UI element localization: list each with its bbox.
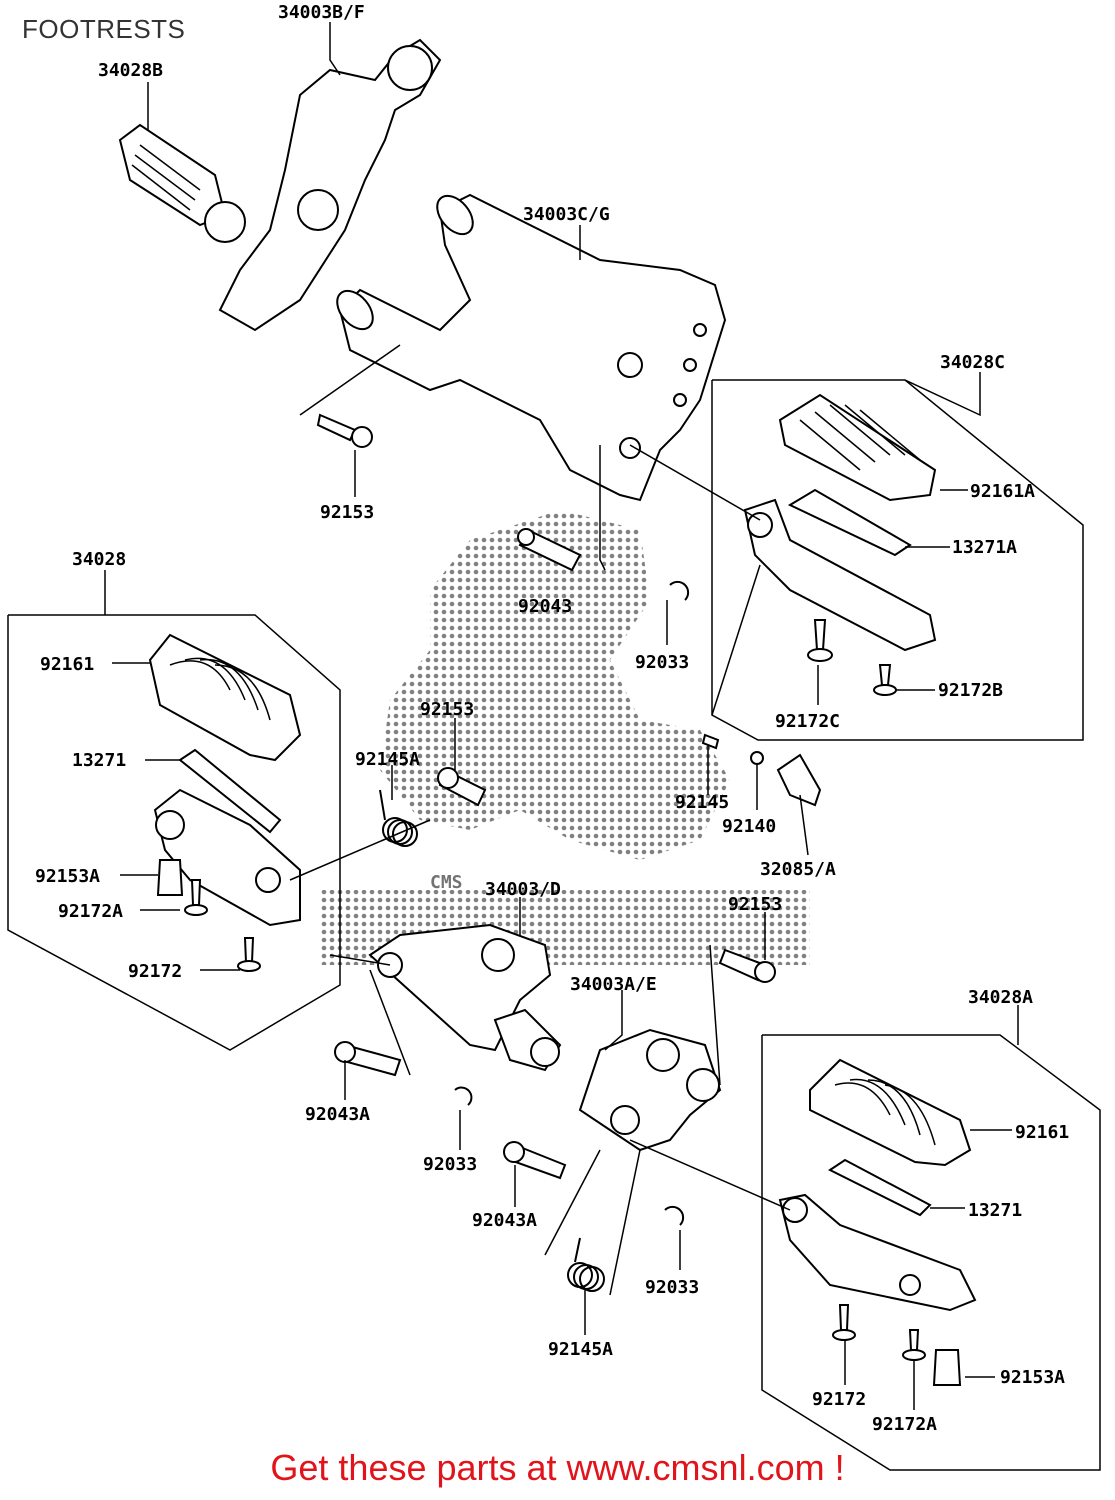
label-92172A-right: 92172A <box>872 1414 937 1435</box>
label-34003AE: 34003A/E <box>570 974 657 995</box>
label-34028C: 34028C <box>940 352 1005 373</box>
label-92145A-top: 92145A <box>355 749 420 770</box>
label-92140: 92140 <box>722 816 776 837</box>
bracket-34003CG <box>336 193 727 502</box>
label-92161-right: 92161 <box>1015 1122 1069 1143</box>
footrest-34028C <box>743 393 937 696</box>
label-34003D: 34003/D <box>485 879 561 900</box>
footrest-34028A <box>778 1058 977 1386</box>
bracket-34003AE <box>578 1028 722 1152</box>
label-92043A-left: 92043A <box>305 1104 370 1125</box>
label-92172-left: 92172 <box>128 961 182 982</box>
bracket-34003BF <box>118 38 442 332</box>
label-34028: 34028 <box>72 549 126 570</box>
label-92033-bottom: 92033 <box>645 1277 699 1298</box>
label-92145A-bottom: 92145A <box>548 1339 613 1360</box>
label-34003CG: 34003C/G <box>523 204 610 225</box>
label-92153-right: 92153 <box>728 894 782 915</box>
label-92153A-left: 92153A <box>35 866 100 887</box>
promo-link[interactable]: Get these parts at www.cmsnl.com ! <box>270 1447 845 1488</box>
label-92172A-left: 92172A <box>58 901 123 922</box>
label-92153-mid: 92153 <box>420 699 474 720</box>
leader-lines <box>104 22 1019 1410</box>
label-34028A: 34028A <box>968 987 1033 1008</box>
label-92153-top: 92153 <box>320 502 374 523</box>
promo-banner: Get these parts at www.cmsnl.com ! <box>0 1447 1115 1489</box>
label-34003BF: 34003B/F <box>278 2 365 23</box>
label-13271-right: 13271 <box>968 1200 1022 1221</box>
label-92033-mid: 92033 <box>423 1154 477 1175</box>
label-92153A-right: 92153A <box>1000 1367 1065 1388</box>
label-34028B: 34028B <box>98 60 163 81</box>
label-13271-left: 13271 <box>72 750 126 771</box>
label-92145: 92145 <box>675 792 729 813</box>
label-92172B: 92172B <box>938 680 1003 701</box>
watermark-text: CMS <box>430 872 463 893</box>
part-labels: 34003B/F 34028B 34003C/G 34028C 92153 92… <box>35 2 1069 1435</box>
label-92043-top: 92043 <box>518 596 572 617</box>
label-32085A: 32085/A <box>760 859 836 880</box>
label-92033-top: 92033 <box>635 652 689 673</box>
page-title: FOOTRESTS <box>22 14 186 44</box>
label-92172-right: 92172 <box>812 1389 866 1410</box>
group-box-34028A <box>761 1034 1101 1471</box>
label-92161A: 92161A <box>970 481 1035 502</box>
footrest-34028 <box>148 633 302 972</box>
group-box-34028 <box>7 614 341 1051</box>
bracket-34003D <box>368 923 562 1072</box>
label-13271A: 13271A <box>952 537 1017 558</box>
label-92172C: 92172C <box>775 711 840 732</box>
small-hardware <box>316 413 822 1292</box>
label-92043A-right: 92043A <box>472 1210 537 1231</box>
label-92161-left: 92161 <box>40 654 94 675</box>
